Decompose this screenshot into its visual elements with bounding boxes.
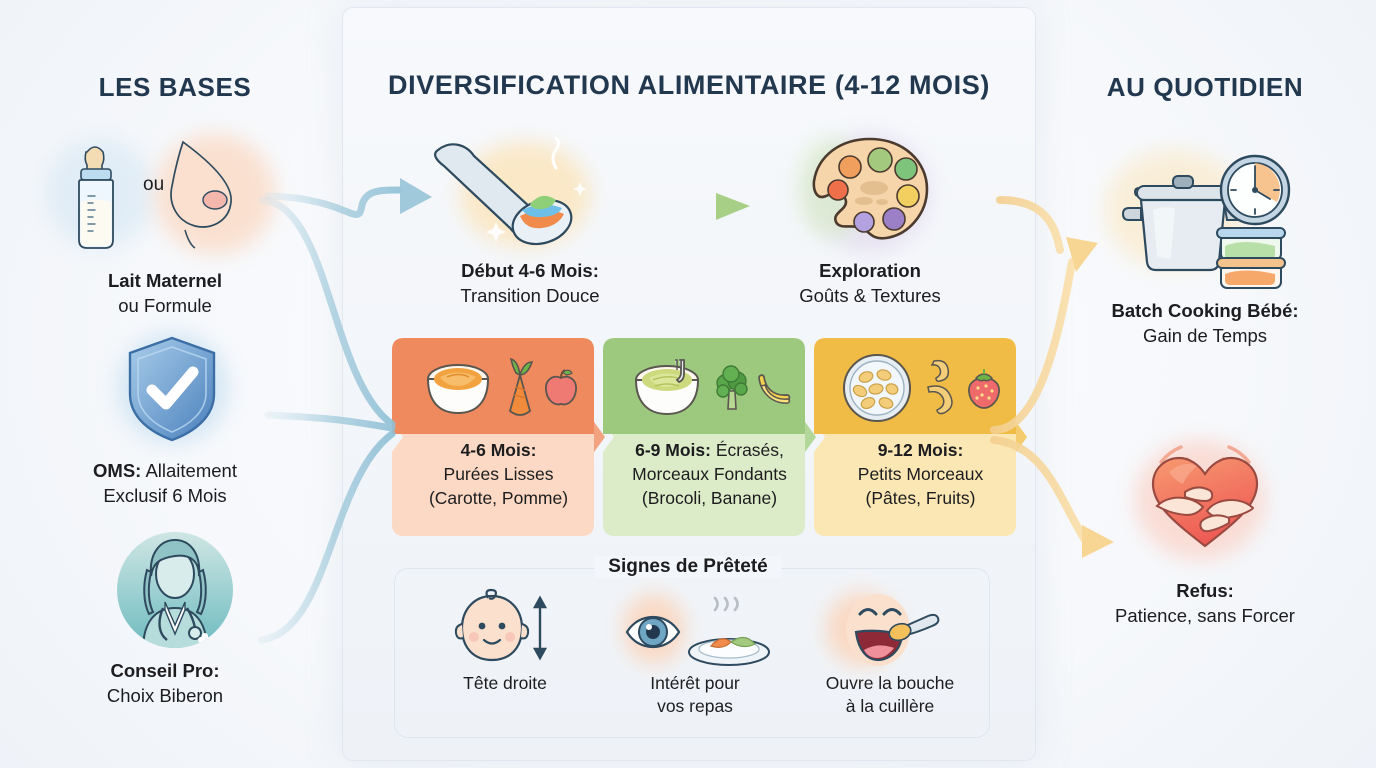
band-3-icons (814, 346, 1027, 430)
ready-sign-ouvre-bouche[interactable]: Ouvre la bouche à la cuillère (795, 590, 985, 718)
band-1-icons (392, 346, 605, 430)
center-item-exploration-subtitle: Goûts & Textures (799, 285, 941, 306)
stage-band-6-9-mois[interactable]: 6-9 Mois: Écrasés, Morceaux Fondants (Br… (603, 338, 816, 536)
band-2-icons (603, 346, 816, 430)
left-item-lait-maternel[interactable]: ou Lait Maternel ou Formule (20, 130, 310, 318)
ready-sign-2-label: Intérêt pour vos repas (600, 672, 790, 718)
banana-icon (757, 374, 790, 404)
band-2-caption: 6-9 Mois: Écrasés, Morceaux Fondants (Br… (609, 438, 810, 510)
ready-signs-title: Signes de Prêteté (594, 556, 782, 578)
left-item-lait-maternel-title: Lait Maternel (107, 270, 223, 291)
shield-check-icon (70, 330, 260, 450)
bowl-of-pasta-icon (842, 354, 911, 422)
painter-palette-icon (770, 130, 970, 252)
center-item-exploration-caption: Exploration Goûts & Textures (740, 258, 1000, 308)
left-item-oms[interactable]: OMS: Allaitement Exclusif 6 Mois (20, 330, 310, 508)
bowl-with-fork-mash-icon (634, 359, 699, 416)
hugging-heart-icon (1075, 430, 1335, 570)
right-item-refus[interactable]: Refus: Patience, sans Forcer (1060, 430, 1350, 628)
band-2-age: 6-9 Mois: (635, 440, 711, 460)
band-1-age: 4-6 Mois: (460, 440, 537, 460)
ou-connector-label: ou (143, 174, 165, 195)
open-mouth-spoon-icon (800, 590, 980, 668)
left-item-lait-maternel-caption: Lait Maternel ou Formule (20, 268, 310, 318)
center-item-debut-caption: Début 4-6 Mois: Transition Douce (400, 258, 660, 308)
ready-sign-3-line-1: Ouvre la bouche (825, 673, 955, 693)
carrot-icon (508, 357, 533, 416)
left-item-conseil-pro-title: Conseil Pro: (110, 660, 220, 681)
ready-sign-1-label: Tête droite (410, 672, 600, 695)
stage-band-4-6-mois[interactable]: 4-6 Mois: Purées Lisses (Carotte, Pomme) (392, 338, 605, 536)
heading-right: AU QUOTIDIEN (1106, 72, 1304, 102)
broccoli-icon (715, 365, 748, 410)
strawberry-icon (967, 369, 1000, 409)
center-item-debut-title: Début 4-6 Mois: (461, 260, 599, 281)
right-item-batch-cooking[interactable]: Batch Cooking Bébé: Gain de Temps (1060, 140, 1350, 348)
right-item-refus-title: Refus: (1176, 580, 1234, 601)
left-item-oms-title: OMS: (93, 460, 142, 481)
bowl-of-orange-puree-icon (426, 364, 489, 415)
band-3-caption: 9-12 Mois: Petits Morceaux (Pâtes, Fruit… (820, 438, 1021, 510)
eye-watching-plate-icon (605, 590, 785, 668)
baby-head-upright-icon (430, 588, 580, 668)
stage-band-9-12-mois[interactable]: 9-12 Mois: Petits Morceaux (Pâtes, Fruit… (814, 338, 1027, 536)
doctor-nurse-icon (70, 530, 260, 650)
left-item-oms-title-rest: Allaitement (141, 460, 237, 481)
band-3-age: 9-12 Mois: (877, 440, 964, 460)
band-3-line-1: Petits Morceaux (857, 464, 984, 484)
heading-left: LES BASES (98, 72, 252, 102)
heading-center: DIVERSIFICATION ALIMENTAIRE (4-12 MOIS) (388, 70, 990, 100)
center-item-exploration-title: Exploration (819, 260, 921, 281)
left-item-conseil-pro[interactable]: Conseil Pro: Choix Biberon (20, 530, 310, 708)
right-item-refus-subtitle: Patience, sans Forcer (1115, 605, 1295, 626)
ready-sign-3-line-2: à la cuillère (845, 696, 935, 716)
right-item-refus-caption: Refus: Patience, sans Forcer (1060, 578, 1350, 628)
band-1-line-2: (Carotte, Pomme) (428, 488, 569, 508)
center-item-exploration[interactable]: Exploration Goûts & Textures (740, 130, 1000, 308)
ready-sign-2-line-1: Intérêt pour (650, 673, 740, 693)
left-item-conseil-pro-caption: Conseil Pro: Choix Biberon (20, 658, 310, 708)
ready-sign-interet[interactable]: Intérêt pour vos repas (600, 590, 790, 718)
apple-icon (544, 369, 577, 406)
center-item-debut-subtitle: Transition Douce (460, 285, 600, 306)
band-1-caption: 4-6 Mois: Purées Lisses (Carotte, Pomme) (398, 438, 599, 510)
right-item-batch-cooking-caption: Batch Cooking Bébé: Gain de Temps (1060, 298, 1350, 348)
band-2-rest: Écrasés, (710, 440, 784, 460)
band-2-line-1: Morceaux Fondants (632, 464, 787, 484)
stage-bands: 4-6 Mois: Purées Lisses (Carotte, Pomme) (392, 338, 1027, 536)
spoon-with-puree-icon (420, 130, 640, 250)
band-3-line-2: (Pâtes, Fruits) (865, 488, 976, 508)
pot-clock-containers-icon (1075, 140, 1335, 290)
left-item-oms-subtitle: Exclusif 6 Mois (103, 485, 227, 506)
ready-sign-3-label: Ouvre la bouche à la cuillère (795, 672, 985, 718)
center-item-debut[interactable]: Début 4-6 Mois: Transition Douce (400, 130, 660, 308)
left-item-conseil-pro-subtitle: Choix Biberon (106, 685, 224, 706)
left-item-lait-maternel-subtitle: ou Formule (118, 295, 212, 316)
right-item-batch-cooking-subtitle: Gain de Temps (1142, 325, 1268, 346)
left-item-oms-caption: OMS: Allaitement Exclusif 6 Mois (20, 458, 310, 508)
ready-sign-tete-droite[interactable]: Tête droite (410, 588, 600, 695)
baby-bottle-and-breast-icon: ou (35, 130, 295, 260)
band-1-line-1: Purées Lisses (443, 464, 554, 484)
ready-sign-2-line-2: vos repas (657, 696, 733, 716)
right-item-batch-cooking-title: Batch Cooking Bébé: (1111, 300, 1299, 321)
band-2-line-2: (Brocoli, Banane) (641, 488, 778, 508)
ready-sign-1-line-1: Tête droite (463, 673, 547, 693)
pasta-shells-icon (926, 359, 953, 415)
